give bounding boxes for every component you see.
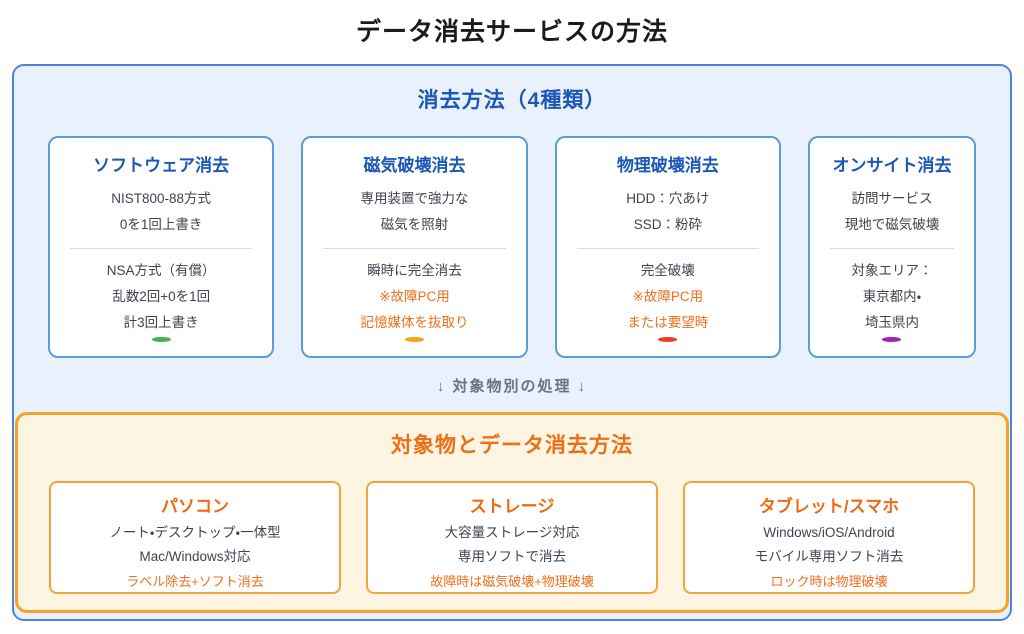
target-card-line: 大容量ストレージ対応 <box>444 525 580 540</box>
target-card-note: ラベル除去+ソフト消去 <box>126 573 264 589</box>
divider <box>829 247 954 249</box>
method-card-title: オンサイト消去 <box>832 156 952 175</box>
target-card-title: パソコン <box>161 497 229 516</box>
target-card-storage: ストレージ 大容量ストレージ対応 専用ソフトで消去 故障時は磁気破壊+物理破壊 <box>366 481 658 594</box>
method-card-title: 物理破壊消去 <box>616 156 719 175</box>
method-card-note: ※故障PC用 <box>379 288 450 304</box>
red-circle-icon <box>658 336 678 342</box>
target-card-note: ロック時は物理破壊 <box>770 573 888 589</box>
divider <box>576 247 759 249</box>
method-card-title: 磁気破壊消去 <box>363 156 466 175</box>
method-card-line: 東京都内・ <box>862 288 922 304</box>
method-card-line: 埼玉県内 <box>864 315 919 331</box>
target-card-line: 専用ソフトで消去 <box>458 549 566 565</box>
method-card-physical-destroy: 物理破壊消去 HDD：穴あけ SSD：粉砕 完全破壊 ※故障PC用 または要望時 <box>554 136 781 358</box>
erase-methods-panel: 消去方法（4種類） ソフトウェア消去 NIST800-88方式 0を1回上書き … <box>12 64 1012 621</box>
method-card-line: NSA方式（有償） <box>106 262 216 278</box>
targets-section-title: 対象物とデータ消去方法 <box>391 434 633 457</box>
target-card-pc: パソコン ノート・デスクトップ・一体型 Mac/Windows対応 ラベル除去+… <box>49 481 341 594</box>
method-card-line: 瞬時に完全消去 <box>367 262 462 278</box>
method-card-line: 計3回上書き <box>123 315 199 331</box>
method-card-line: 現地で磁気破壊 <box>844 217 940 233</box>
method-cards-row: ソフトウェア消去 NIST800-88方式 0を1回上書き NSA方式（有償） … <box>48 136 976 358</box>
method-card-line: 訪問サービス <box>851 191 933 206</box>
method-card-line: 対象エリア： <box>851 262 933 278</box>
method-card-note: 記憶媒体を抜取り <box>360 315 469 331</box>
method-card-line: 磁気を照射 <box>380 217 449 233</box>
target-card-line: モバイル専用ソフト消去 <box>754 549 904 565</box>
target-card-line: Mac/Windows対応 <box>139 549 251 565</box>
erase-methods-section-title: 消去方法（4種類） <box>417 89 607 112</box>
purple-circle-icon <box>882 336 902 342</box>
divider <box>323 247 506 249</box>
target-card-title: ストレージ <box>469 497 555 516</box>
page-title: データ消去サービスの方法 <box>355 18 668 46</box>
method-card-line: 完全破壊 <box>640 262 695 278</box>
target-card-note: 故障時は磁気破壊+物理破壊 <box>430 573 594 589</box>
method-card-line: NIST800-88方式 <box>111 191 212 206</box>
method-card-line: 専用装置で強力な <box>360 191 469 206</box>
target-card-tablet-smartphone: タブレット/スマホ Windows/iOS/Android モバイル専用ソフト消… <box>683 481 975 594</box>
orange-circle-icon <box>404 336 424 342</box>
method-card-note: または要望時 <box>627 315 709 331</box>
method-card-onsite-erase: オンサイト消去 訪問サービス 現地で磁気破壊 対象エリア： 東京都内・ 埼玉県内 <box>807 136 976 358</box>
page: データ消去サービスの方法 消去方法（4種類） ソフトウェア消去 NIST800-… <box>12 18 1012 621</box>
method-card-note: ※故障PC用 <box>632 288 704 304</box>
target-card-line: ノート・デスクトップ・一体型 <box>109 525 281 540</box>
green-circle-icon <box>151 336 171 342</box>
targets-panel: 対象物とデータ消去方法 パソコン ノート・デスクトップ・一体型 Mac/Wind… <box>15 412 1009 613</box>
method-card-magnetic-destroy: 磁気破壊消去 専用装置で強力な 磁気を照射 瞬時に完全消去 ※故障PC用 記憶媒… <box>301 136 528 358</box>
target-card-title: タブレット/スマホ <box>758 497 900 516</box>
method-card-title: ソフトウェア消去 <box>93 156 230 175</box>
transition-arrow-label: ↓ 対象物別の処理 ↓ <box>436 378 588 395</box>
method-card-line: 0を1回上書き <box>119 217 203 233</box>
method-card-line: HDD：穴あけ <box>626 191 710 206</box>
method-card-line: 乱数2回+0を1回 <box>112 288 211 304</box>
method-card-software-erase: ソフトウェア消去 NIST800-88方式 0を1回上書き NSA方式（有償） … <box>48 136 275 358</box>
method-card-line: SSD：粉砕 <box>633 217 702 233</box>
divider <box>70 247 253 249</box>
target-cards-row: パソコン ノート・デスクトップ・一体型 Mac/Windows対応 ラベル除去+… <box>49 481 975 594</box>
target-card-line: Windows/iOS/Android <box>763 525 895 540</box>
